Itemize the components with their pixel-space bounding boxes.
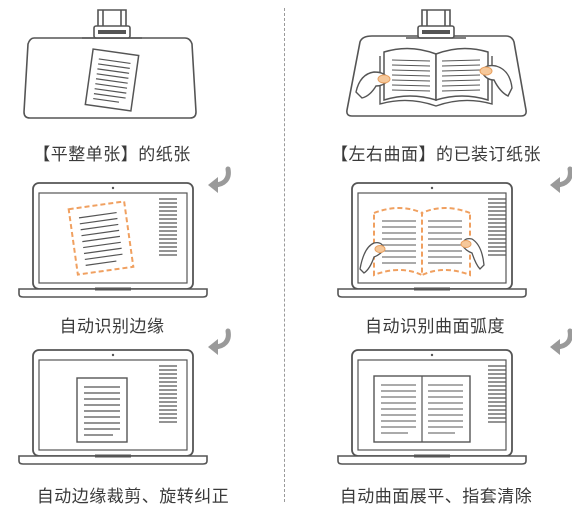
document-icon xyxy=(84,48,140,112)
right-step3-illustration xyxy=(336,348,528,466)
left-step1-caption: 【平整单张】的纸张 xyxy=(33,145,191,165)
document-icon xyxy=(76,377,128,443)
left-hand-icon xyxy=(359,241,386,274)
right-step3-caption: 自动曲面展平、指套清除 xyxy=(339,487,533,507)
left-step2-illustration xyxy=(17,181,209,299)
open-book-icon xyxy=(379,47,493,107)
right-hand-icon xyxy=(479,64,513,97)
open-book-icon xyxy=(373,207,471,277)
right-step1-caption: 【左右曲面】的已装订纸张 xyxy=(331,145,541,165)
left-step3-caption: 自动边缘裁剪、旋转纠正 xyxy=(36,487,230,507)
scanner-icon xyxy=(81,9,143,39)
right-hand-icon xyxy=(460,237,485,270)
next-step-arrow-icon xyxy=(550,169,570,193)
left-step1-illustration xyxy=(23,9,197,119)
left-step3-illustration xyxy=(17,348,209,466)
open-book-icon xyxy=(373,375,471,443)
right-step2-caption: 自动识别曲面弧度 xyxy=(365,317,505,337)
next-step-arrow-icon xyxy=(208,331,228,355)
next-step-arrow-icon xyxy=(208,169,228,193)
document-icon xyxy=(67,200,135,276)
scanner-icon xyxy=(405,9,467,39)
column-divider xyxy=(284,8,285,502)
right-step1-illustration xyxy=(346,9,527,117)
next-step-arrow-icon xyxy=(550,331,570,355)
left-hand-icon xyxy=(355,71,391,99)
left-step2-caption: 自动识别边缘 xyxy=(59,317,165,337)
right-step2-illustration xyxy=(336,181,528,299)
